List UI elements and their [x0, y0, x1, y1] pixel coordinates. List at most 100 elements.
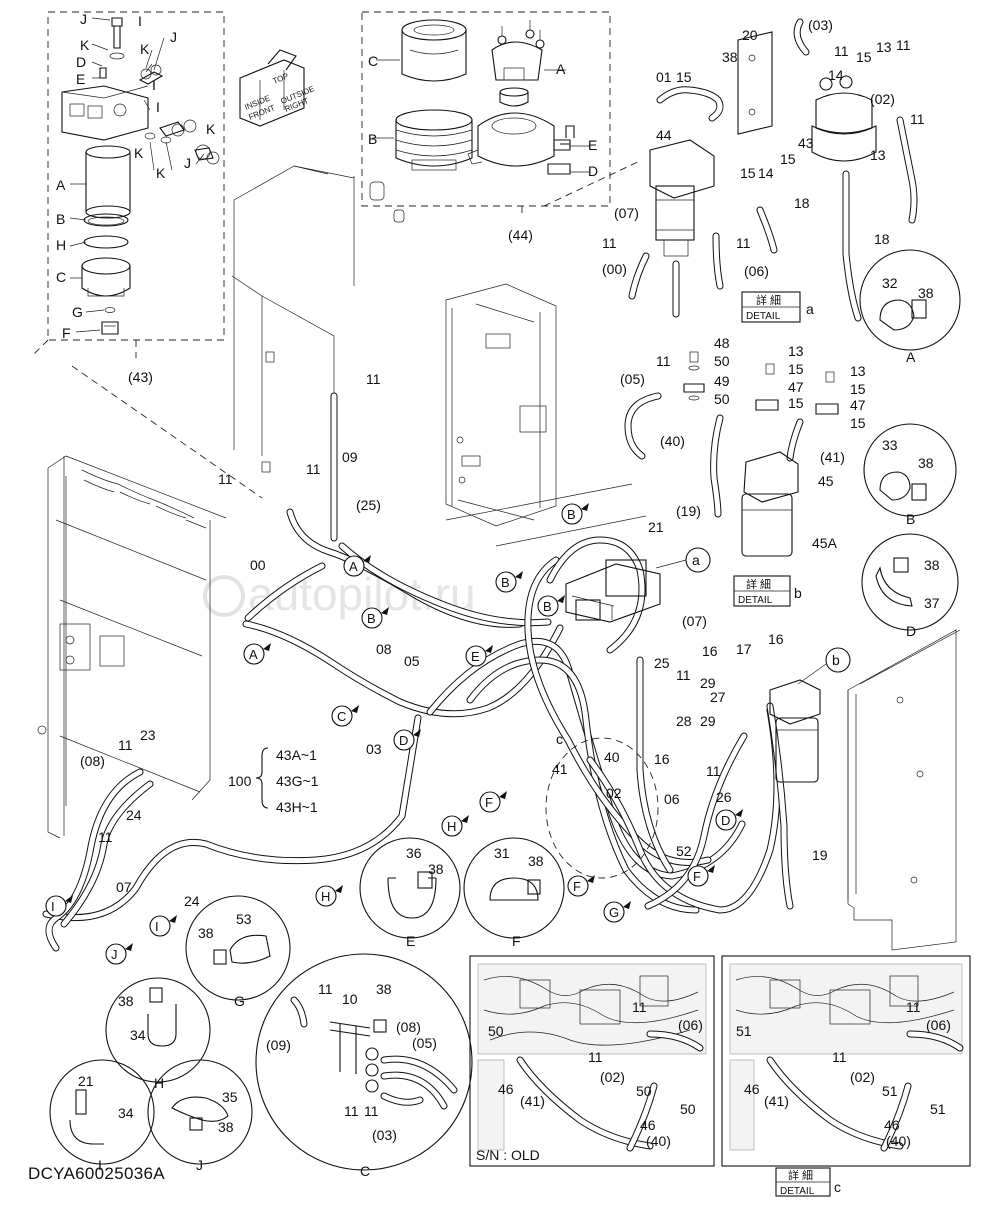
area-label-c: c: [556, 731, 563, 747]
inset-43-filter-assembly: J I K D E K J I K K I K J A B H C G F: [47, 11, 225, 341]
main-filter-unit: [565, 559, 661, 623]
callout-new-10: (40): [886, 1133, 911, 1149]
callout-main-4: (25): [356, 497, 381, 513]
svg-text:c: c: [834, 1179, 841, 1195]
callout-clamp-details-6: 36: [406, 845, 422, 861]
callout-top-right-7: 15: [856, 49, 872, 65]
callout-main-15: 27: [710, 689, 726, 705]
callout-top-right-14: 15: [740, 165, 756, 181]
section-bubble-label-2: B: [367, 611, 376, 626]
callout-top-right-3: 11: [834, 43, 849, 59]
bracket-20: [737, 31, 773, 135]
callout-new-0: 11: [906, 999, 921, 1015]
detail-circle-G: [185, 895, 291, 1001]
section-bubble-arrow-8: [485, 645, 493, 653]
callout-new-2: 51: [736, 1023, 752, 1039]
callout-detail-a-8: 13: [850, 363, 866, 379]
callout-main-6: 08: [376, 641, 392, 657]
section-bubble-label-7: D: [399, 733, 408, 748]
section-bubble-17: [149, 915, 171, 937]
callout-top-right-6: 14: [828, 67, 844, 83]
svg-text:C: C: [56, 269, 66, 285]
callout-old-6: (02): [600, 1069, 625, 1085]
svg-text:43H~1: 43H~1: [276, 799, 318, 815]
callout-old-3: 46: [498, 1081, 514, 1097]
callout-main-9: 21: [648, 519, 664, 535]
callout-clamp-details-12: 38: [118, 993, 134, 1009]
callout-top-right-2: 38: [722, 49, 738, 65]
callout-old-1: (06): [678, 1017, 703, 1033]
filter-45: [741, 451, 799, 557]
callout-main-21: 11: [706, 763, 721, 779]
callout-top-right-1: (03): [808, 17, 833, 33]
svg-text:詳 細: 詳 細: [756, 293, 781, 307]
detail-circle-F: [463, 837, 565, 939]
section-bubble-9: [479, 791, 501, 813]
detail-caption-F: F: [512, 933, 521, 949]
svg-text:TOP: TOP: [271, 71, 289, 85]
section-bubble-label-16: I: [51, 899, 55, 914]
watermark: autopilot.ru: [248, 568, 476, 620]
callout-main-25: 02: [606, 785, 622, 801]
section-bubble-label-0: A: [349, 559, 358, 574]
callout-clamp-details-13: 34: [130, 1027, 146, 1043]
svg-text:I: I: [138, 13, 142, 29]
section-bubble-label-5: B: [543, 599, 552, 614]
callout-top-right-12: 44: [656, 127, 672, 143]
section-bubble-arrow-17: [169, 915, 177, 923]
photo-inset-new: [721, 955, 971, 1167]
svg-text:E: E: [588, 137, 597, 153]
callout-top-right-16: 15: [780, 151, 796, 167]
callout-clamp-details-25: 11: [364, 1103, 379, 1119]
callout-main-33: 11: [98, 829, 113, 845]
callout-clamp-details-26: (03): [372, 1127, 397, 1143]
callout-old-4: (41): [520, 1093, 545, 1109]
callout-clamp-details-2: 33: [882, 437, 898, 453]
callout-clamp-details-23: (09): [266, 1037, 291, 1053]
svg-text:DETAIL: DETAIL: [746, 311, 781, 322]
detail-caption-E: E: [406, 933, 415, 949]
callout-clamp-details-19: 10: [342, 991, 358, 1007]
radiator-frame: [37, 455, 227, 839]
callout-top-right-18: (07): [614, 205, 639, 221]
svg-text:K: K: [140, 41, 150, 57]
section-bubble-label-4: B: [501, 575, 510, 590]
section-bubble-arrow-18: [125, 943, 133, 951]
callout-clamp-details-20: 38: [376, 981, 392, 997]
section-bubble-label-3: B: [567, 507, 576, 522]
detail-circle-A: [859, 249, 961, 351]
center-panel: [445, 283, 647, 547]
callout-detail-a-14: (40): [660, 433, 685, 449]
callout-detail-a-18: 45A: [812, 535, 838, 551]
section-bubble-5: [537, 595, 559, 617]
callout-detail-a-3: 50: [714, 391, 730, 407]
svg-text:E: E: [76, 71, 85, 87]
section-bubble-label-6: C: [337, 709, 346, 724]
filter-b: [769, 679, 821, 783]
detail-caption-G: G: [234, 993, 245, 1009]
callout-main-11: 16: [702, 643, 718, 659]
section-bubble-arrow-6: [351, 705, 359, 713]
section-bubble-10: [567, 875, 589, 897]
section-bubble-6: [331, 705, 353, 727]
section-bubble-arrow-0: [363, 555, 371, 563]
section-bubble-label-8: E: [471, 649, 480, 664]
svg-text:H: H: [56, 237, 66, 253]
detail-box-a: 詳 細 DETAIL a: [741, 291, 814, 323]
callout-new-6: (02): [850, 1069, 875, 1085]
section-bubble-arrow-11: [623, 901, 631, 909]
callout-main-32: 24: [126, 807, 142, 823]
callout-new-8: 46: [884, 1117, 900, 1133]
section-bubble-arrow-5: [557, 595, 565, 603]
callout-clamp-details-24: 11: [344, 1103, 359, 1119]
section-bubble-label-9: F: [485, 795, 493, 810]
section-bubble-16: [45, 895, 67, 917]
serial-note: S/N : OLD: [476, 1147, 540, 1163]
callout-detail-a-7: 15: [788, 395, 804, 411]
section-bubble-arrow-1: [263, 643, 271, 651]
photo-inset-old: [469, 955, 715, 1167]
callout-clamp-details-17: 38: [218, 1119, 234, 1135]
svg-text:G: G: [72, 304, 83, 320]
